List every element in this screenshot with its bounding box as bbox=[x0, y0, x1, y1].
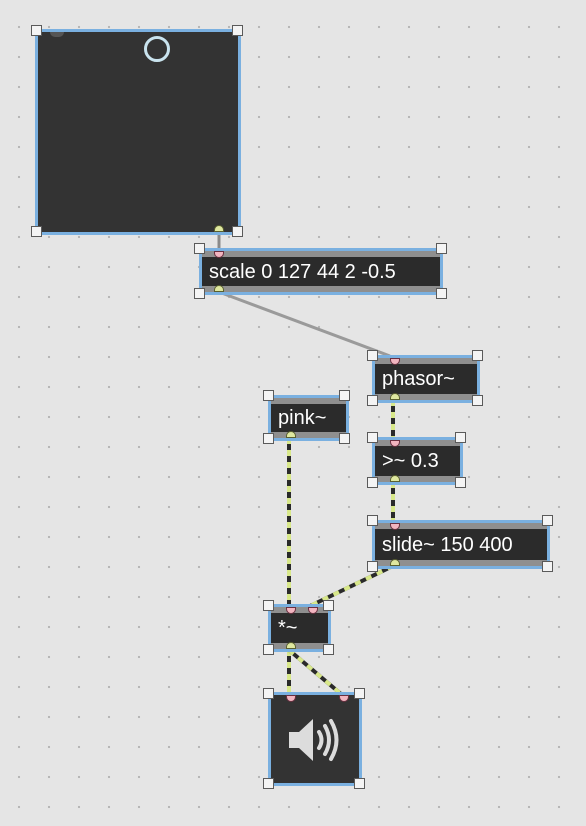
resize-handle[interactable] bbox=[542, 515, 553, 526]
resize-handle[interactable] bbox=[354, 778, 365, 789]
inlet[interactable] bbox=[390, 358, 400, 365]
resize-handle[interactable] bbox=[263, 390, 274, 401]
resize-handle[interactable] bbox=[232, 25, 243, 36]
outlet[interactable] bbox=[286, 642, 296, 649]
resize-handle[interactable] bbox=[263, 688, 274, 699]
resize-handle[interactable] bbox=[436, 243, 447, 254]
pink-object[interactable]: pink~ bbox=[268, 395, 349, 441]
resize-handle[interactable] bbox=[354, 688, 365, 699]
object-text: *~ bbox=[278, 617, 298, 639]
outlet[interactable] bbox=[214, 225, 224, 232]
outlet[interactable] bbox=[390, 475, 400, 482]
resize-handle[interactable] bbox=[472, 395, 483, 406]
resize-handle[interactable] bbox=[31, 25, 42, 36]
object-text: scale 0 127 44 2 -0.5 bbox=[209, 260, 396, 283]
object-text: phasor~ bbox=[382, 368, 455, 390]
inlet[interactable] bbox=[50, 32, 64, 37]
cord-mult-to-dac-right[interactable] bbox=[287, 648, 343, 696]
resize-handle[interactable] bbox=[367, 515, 378, 526]
speaker-icon[interactable] bbox=[285, 715, 345, 765]
resize-handle[interactable] bbox=[31, 226, 42, 237]
cord-scale-to-phasor[interactable] bbox=[218, 290, 391, 358]
object-text: >~ 0.3 bbox=[382, 450, 439, 472]
resize-handle[interactable] bbox=[194, 243, 205, 254]
inlet[interactable] bbox=[214, 251, 224, 258]
object-text: slide~ 150 400 bbox=[382, 533, 513, 556]
resize-handle[interactable] bbox=[263, 644, 274, 655]
outlet[interactable] bbox=[390, 559, 400, 566]
inlet[interactable] bbox=[390, 440, 400, 447]
resize-handle[interactable] bbox=[367, 432, 378, 443]
resize-handle[interactable] bbox=[339, 390, 350, 401]
resize-handle[interactable] bbox=[323, 644, 334, 655]
resize-handle[interactable] bbox=[436, 288, 447, 299]
resize-handle[interactable] bbox=[323, 600, 334, 611]
circle-knob-icon[interactable] bbox=[144, 36, 170, 62]
slide-object[interactable]: slide~ 150 400 bbox=[372, 520, 550, 569]
resize-handle[interactable] bbox=[455, 432, 466, 443]
greater-than-object[interactable]: >~ 0.3 bbox=[372, 437, 463, 485]
outlet[interactable] bbox=[390, 393, 400, 400]
inlet[interactable] bbox=[286, 695, 296, 702]
resize-handle[interactable] bbox=[232, 226, 243, 237]
multiply-object[interactable]: *~ bbox=[268, 604, 331, 652]
inlet[interactable] bbox=[286, 607, 296, 614]
resize-handle[interactable] bbox=[339, 433, 350, 444]
pictslider-object[interactable] bbox=[35, 29, 241, 235]
phasor-object[interactable]: phasor~ bbox=[372, 355, 480, 403]
resize-handle[interactable] bbox=[455, 477, 466, 488]
inlet[interactable] bbox=[390, 523, 400, 530]
resize-handle[interactable] bbox=[367, 561, 378, 572]
ezdac-object[interactable] bbox=[268, 692, 362, 786]
resize-handle[interactable] bbox=[367, 477, 378, 488]
resize-handle[interactable] bbox=[263, 433, 274, 444]
resize-handle[interactable] bbox=[542, 561, 553, 572]
scale-object[interactable]: scale 0 127 44 2 -0.5 bbox=[199, 248, 443, 295]
outlet[interactable] bbox=[286, 431, 296, 438]
inlet[interactable] bbox=[339, 695, 349, 702]
outlet[interactable] bbox=[214, 285, 224, 292]
resize-handle[interactable] bbox=[263, 778, 274, 789]
object-text: pink~ bbox=[278, 407, 327, 429]
resize-handle[interactable] bbox=[367, 395, 378, 406]
inlet[interactable] bbox=[308, 607, 318, 614]
resize-handle[interactable] bbox=[472, 350, 483, 361]
resize-handle[interactable] bbox=[367, 350, 378, 361]
resize-handle[interactable] bbox=[263, 600, 274, 611]
resize-handle[interactable] bbox=[194, 288, 205, 299]
